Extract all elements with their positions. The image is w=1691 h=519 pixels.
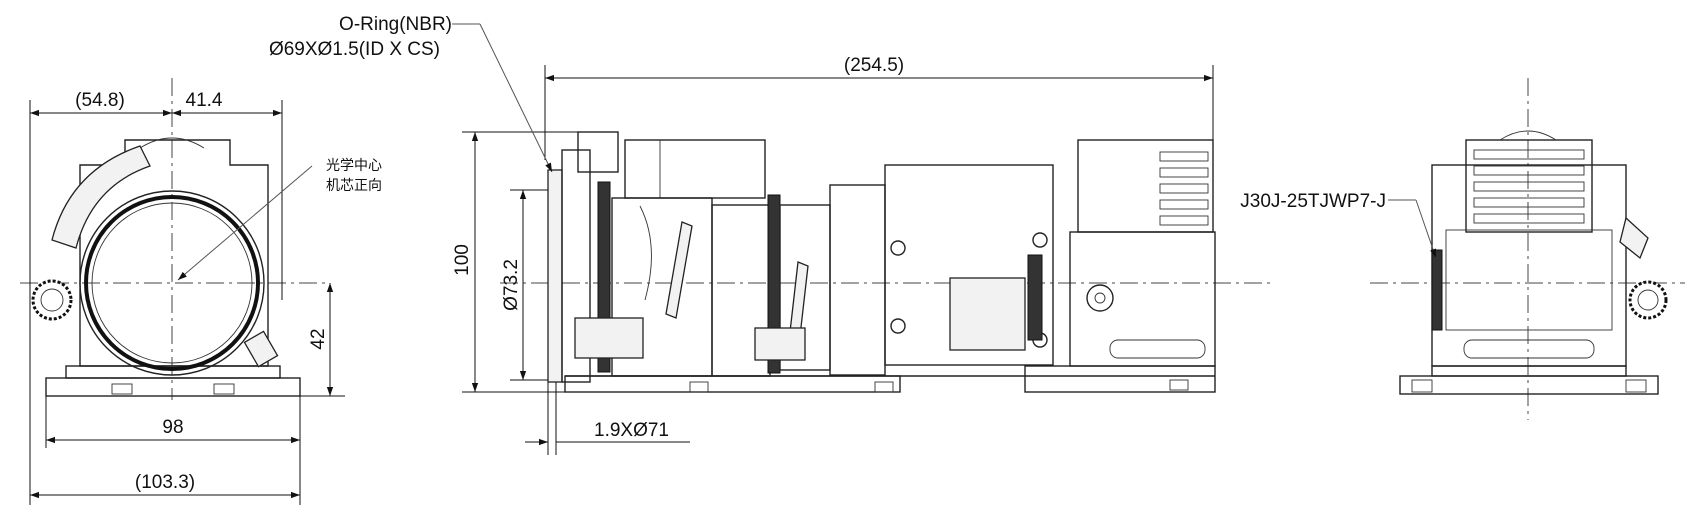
side-base-rear bbox=[1024, 365, 1216, 393]
side-view bbox=[500, 131, 1275, 393]
rear-base-foot-right bbox=[1625, 379, 1647, 393]
side-lower-clip-1 bbox=[574, 317, 644, 359]
connector-label: J30J-25TJWP7-J bbox=[1240, 191, 1386, 212]
oring-note-line1: O-Ring(NBR) bbox=[339, 14, 452, 35]
side-base-slot-1 bbox=[689, 381, 709, 393]
rear-base-step bbox=[1431, 365, 1627, 377]
front-lower-knob bbox=[243, 330, 279, 368]
rear-base-plate bbox=[1399, 375, 1659, 395]
optical-center-note-line1: 光学中心 bbox=[326, 158, 382, 174]
side-rear-port bbox=[1086, 284, 1114, 312]
front-base-plate bbox=[45, 377, 301, 397]
side-rear-slot bbox=[1109, 339, 1206, 359]
side-heatsink bbox=[1077, 139, 1214, 233]
side-screw-1 bbox=[890, 240, 906, 256]
front-side-arm bbox=[51, 145, 151, 249]
front-lens-outer-ring bbox=[79, 190, 265, 376]
side-dim-flange-text: 1.9XØ71 bbox=[594, 420, 669, 441]
front-dimensions: (54.8) 41.4 光学中心 机芯正向 42 98 (103.3) bbox=[29, 90, 382, 505]
front-dim-left-text: (54.8) bbox=[75, 90, 125, 111]
rear-top-arc bbox=[1499, 130, 1557, 141]
rear-housing bbox=[1431, 164, 1627, 367]
side-base-front bbox=[564, 375, 901, 393]
rear-base-foot-left bbox=[1411, 379, 1433, 393]
front-dim-height-text: 42 bbox=[308, 328, 329, 349]
side-cam-slot-2 bbox=[789, 261, 809, 337]
side-base-slot-3 bbox=[1169, 379, 1189, 391]
rear-gear-hub bbox=[1637, 289, 1659, 311]
rear-connector bbox=[1431, 249, 1443, 331]
side-cam-curve bbox=[639, 205, 652, 301]
rear-gear-outer bbox=[1628, 280, 1668, 320]
side-front-barrel bbox=[561, 149, 591, 383]
side-dimensions: (254.5) 100 Ø73.2 1.9XØ71 O-Ring(NBR) Ø6… bbox=[269, 14, 1214, 455]
oring-leader bbox=[479, 23, 553, 173]
rear-inner-frame bbox=[1445, 229, 1613, 331]
side-screw-2 bbox=[890, 318, 906, 334]
side-sensor-housing bbox=[884, 164, 1054, 366]
side-top-bracket bbox=[577, 131, 619, 173]
side-detector-board bbox=[949, 277, 1026, 351]
side-rear-frame bbox=[1069, 231, 1216, 367]
front-gear-outer bbox=[31, 279, 73, 321]
front-base-slot-left bbox=[111, 383, 133, 395]
side-dim-height-text: 100 bbox=[452, 244, 473, 276]
front-top-arc bbox=[139, 137, 205, 149]
side-base-slot-2 bbox=[874, 381, 894, 393]
optical-center-note-line2: 机芯正向 bbox=[326, 178, 382, 194]
side-rear-port-inner bbox=[1094, 292, 1106, 304]
side-adapter-block bbox=[829, 184, 886, 376]
front-gear-hub bbox=[40, 288, 64, 312]
side-dim-diameter-text: Ø73.2 bbox=[501, 259, 522, 311]
optical-center-leader bbox=[177, 165, 313, 281]
front-dim-total-text: (103.3) bbox=[135, 472, 195, 493]
rear-side-bracket bbox=[1619, 216, 1649, 260]
side-connector-strip bbox=[1027, 254, 1043, 341]
rear-view bbox=[1370, 78, 1685, 420]
side-lower-clip-2 bbox=[754, 327, 806, 361]
rear-annotation: J30J-25TJWP7-J bbox=[1240, 191, 1437, 259]
side-heatsink-fins bbox=[1159, 151, 1209, 226]
front-lens-ring bbox=[84, 195, 260, 371]
side-front-flange bbox=[547, 169, 563, 383]
side-screw-3 bbox=[1032, 232, 1048, 248]
front-lens-inner-ring bbox=[91, 202, 253, 364]
front-base-slot-right bbox=[213, 383, 235, 395]
rear-slot bbox=[1463, 339, 1595, 359]
front-dim-right-text: 41.4 bbox=[186, 90, 223, 111]
rear-heatsink bbox=[1465, 139, 1593, 233]
connector-leader bbox=[1415, 199, 1437, 259]
front-view bbox=[20, 78, 330, 400]
front-housing bbox=[79, 139, 269, 367]
oring-note-line2: Ø69XØ1.5(ID X CS) bbox=[269, 39, 440, 60]
side-cam-slot-1 bbox=[665, 221, 693, 319]
side-dim-length-text: (254.5) bbox=[844, 55, 904, 76]
side-focus-motor bbox=[624, 139, 766, 199]
front-dim-base-text: 98 bbox=[162, 417, 183, 438]
rear-heatsink-fins bbox=[1473, 149, 1585, 224]
